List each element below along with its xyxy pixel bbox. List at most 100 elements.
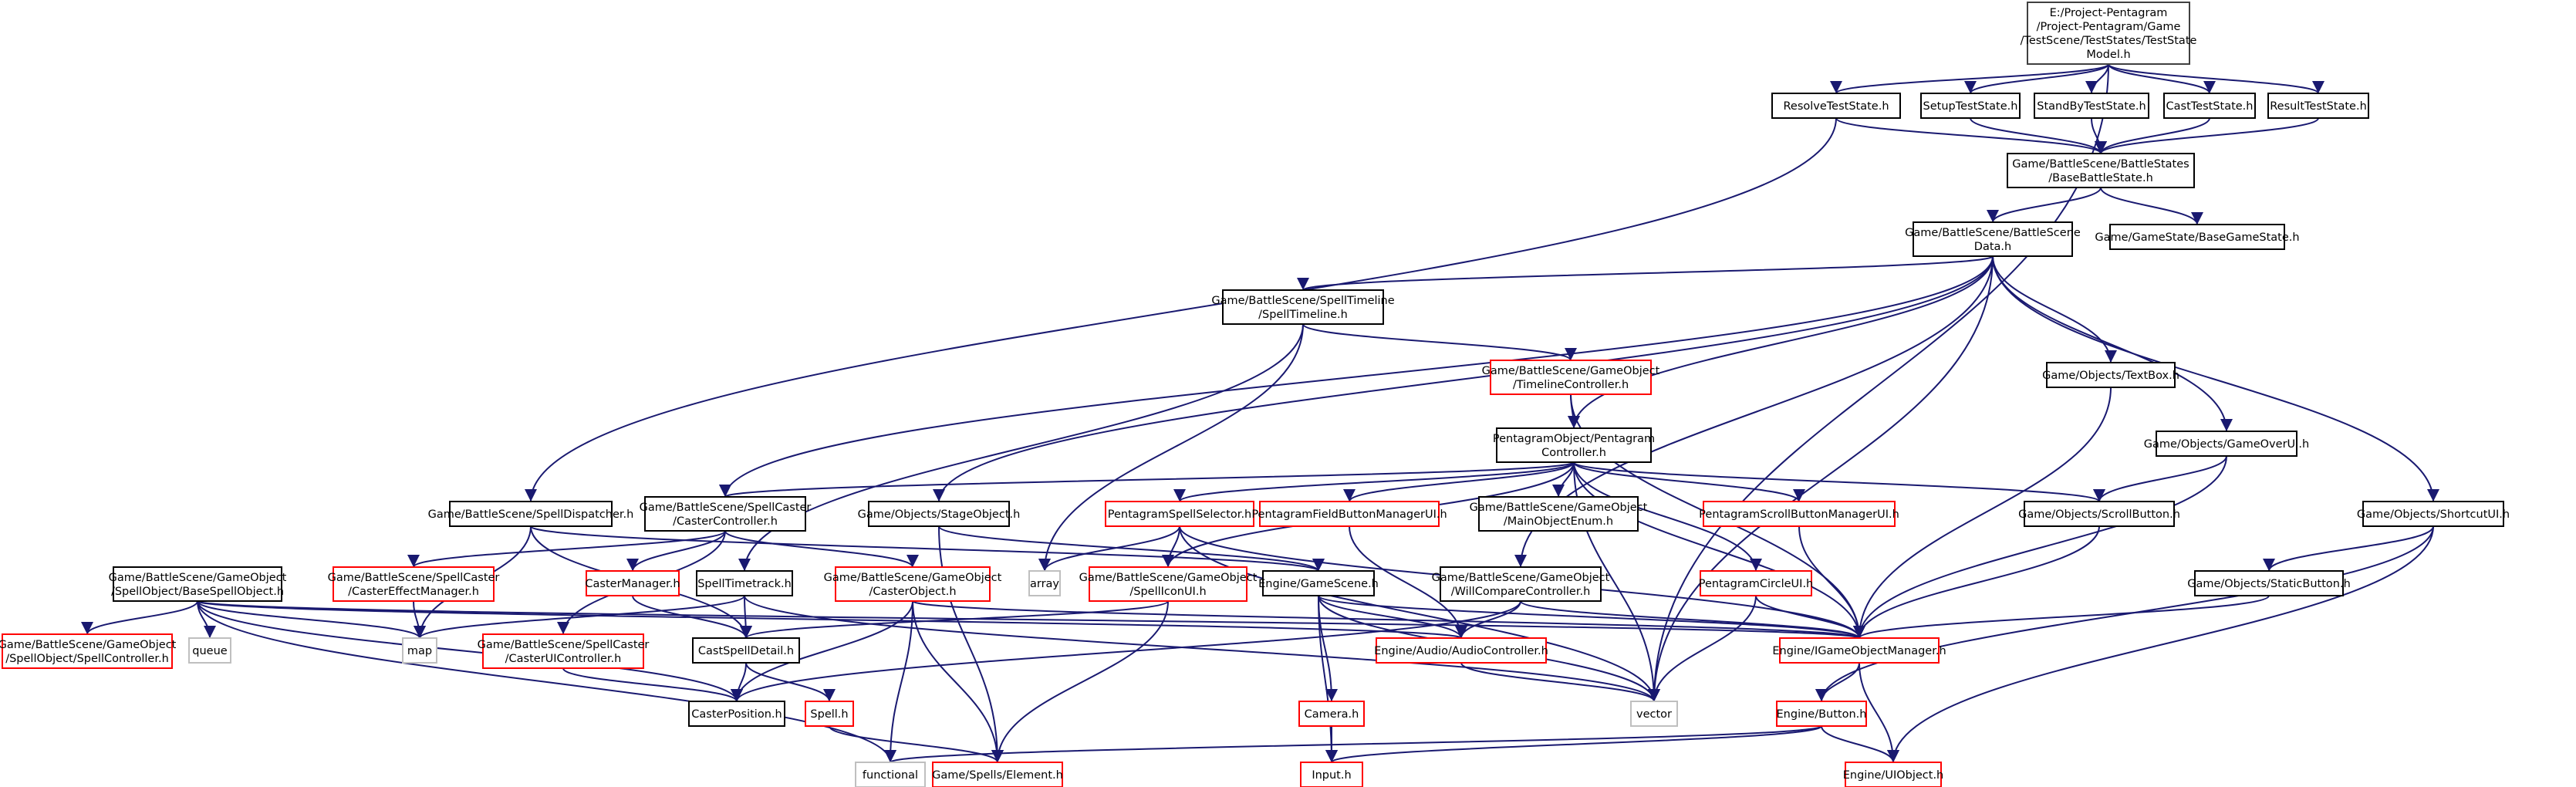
node-spell[interactable]: Spell.h <box>805 701 854 727</box>
node-box <box>1920 93 2021 119</box>
node-casteruictrl[interactable]: Game/BattleScene/SpellCaster/CasterUICon… <box>478 633 650 669</box>
node-map: map <box>402 637 437 664</box>
edge-basebattle-to-basegame <box>2100 187 2203 225</box>
node-label-line: ResultTestState.h <box>2270 100 2367 113</box>
node-spelldispatcher[interactable]: Game/BattleScene/SpellDispatcher.h <box>428 501 634 527</box>
node-castspelldetail[interactable]: CastSpellDetail.h <box>692 637 800 664</box>
node-spellctrl[interactable]: Game/BattleScene/GameObject/SpellObject/… <box>0 633 177 669</box>
node-casterobject[interactable]: Game/BattleScene/GameObject/CasterObject… <box>824 566 1002 602</box>
edge-setup-to-basebattle <box>1970 117 2107 154</box>
node-staticbutton[interactable]: Game/Objects/StaticButton.h <box>2187 570 2351 596</box>
node-willcompare[interactable]: Game/BattleScene/GameObject/WillCompareC… <box>1432 566 1610 602</box>
node-audioctrl[interactable]: Engine/Audio/AudioController.h <box>1374 637 1548 664</box>
node-gamescene[interactable]: Engine/GameScene.h <box>1258 570 1379 596</box>
node-resolve[interactable]: ResolveTestState.h <box>1771 93 1901 119</box>
node-gameoverui[interactable]: Game/Objects/GameOverUI.h <box>2144 431 2309 457</box>
node-label-line: Engine/GameScene.h <box>1258 578 1379 590</box>
edge-bsdata-to-stageobject <box>933 255 1994 502</box>
edge-circleui-to-vector <box>1648 595 1757 702</box>
node-setup[interactable]: SetupTestState.h <box>1920 93 2021 119</box>
edge-spelltimeline-to-array <box>1038 323 1304 572</box>
node-textbox[interactable]: Game/Objects/TextBox.h <box>2042 362 2179 388</box>
node-label-line: Game/Objects/ShortcutUI.h <box>2357 508 2510 521</box>
node-castereffect[interactable]: Game/BattleScene/SpellCaster/CasterEffec… <box>328 566 500 602</box>
node-shortcutui[interactable]: Game/Objects/ShortcutUI.h <box>2357 501 2510 527</box>
edge-willcompare-to-casterposition <box>731 600 1521 702</box>
node-basespellobj[interactable]: Game/BattleScene/GameObject/SpellObject/… <box>109 566 287 602</box>
node-scrollbtnmgr[interactable]: PentagramScrollButtonManagerUI.h <box>1699 501 1899 527</box>
node-label-line: Camera.h <box>1305 708 1359 721</box>
edge-root-to-setup <box>1964 63 2109 94</box>
node-label-line: Game/BattleScene/BattleStates <box>2012 158 2189 171</box>
node-spelltimetrack[interactable]: SpellTimetrack.h <box>696 570 793 596</box>
node-label-line: /CasterController.h <box>673 515 778 528</box>
node-castermgr[interactable]: CasterManager.h <box>585 570 680 596</box>
edge-spellselector-to-spelliconui <box>1162 525 1180 568</box>
node-box <box>449 501 613 527</box>
node-mainobjenum[interactable]: Game/BattleScene/GameObject/MainObjectEn… <box>1470 496 1648 532</box>
edge-pentagramctrl-to-scrollbtnmgr <box>1573 461 1805 502</box>
node-cast[interactable]: CastTestState.h <box>2163 93 2256 119</box>
node-casterctrl[interactable]: Game/BattleScene/SpellCaster/CasterContr… <box>640 496 812 532</box>
edge-gameoverui-to-scrollbutton <box>2093 455 2227 502</box>
node-label-line: Controller.h <box>1541 447 1606 459</box>
node-label-line: Game/BattleScene/SpellCaster <box>640 502 812 514</box>
node-box <box>1222 289 1384 325</box>
node-stageobject[interactable]: Game/Objects/StageObject.h <box>858 501 1021 527</box>
node-queue: queue <box>188 637 231 664</box>
node-casterposition[interactable]: CasterPosition.h <box>688 701 785 727</box>
node-label-line: PentagramScrollButtonManagerUI.h <box>1699 508 1899 521</box>
node-element[interactable]: Game/Spells/Element.h <box>932 762 1063 787</box>
edge-bsdata-to-spelltimeline <box>1297 255 1994 291</box>
node-box <box>2362 501 2504 527</box>
node-box <box>2007 153 2195 188</box>
node-label-line: /Project-Pentagram/Game <box>2037 21 2181 33</box>
node-box <box>1496 427 1652 463</box>
node-button[interactable]: Engine/Button.h <box>1776 701 1867 727</box>
node-spelliconui[interactable]: Game/BattleScene/GameObject/SpellIconUI.… <box>1079 566 1258 602</box>
edge-resolve-to-basebattle <box>1835 117 2107 154</box>
node-box <box>333 566 495 602</box>
edge-gamescene-to-audioctrl <box>1318 595 1467 639</box>
node-fieldbtnmgr[interactable]: PentagramFieldButtonManagerUI.h <box>1251 501 1447 527</box>
node-label-line: SetupTestState.h <box>1923 100 2018 113</box>
edge-stageobject-to-gamescene <box>938 525 1325 572</box>
node-label-line: map <box>407 645 432 657</box>
node-label-line: Game/BattleScene/SpellCaster <box>328 572 500 584</box>
node-basegame[interactable]: Game/GameState/BaseGameState.h <box>2095 224 2300 250</box>
node-camera[interactable]: Camera.h <box>1298 701 1365 727</box>
node-input[interactable]: Input.h <box>1300 762 1363 787</box>
node-uiobject[interactable]: Engine/UIObject.h <box>1843 762 1944 787</box>
node-igomgr[interactable]: Engine/IGameObjectManager.h <box>1772 637 1946 664</box>
edge-casterctrl-to-castermgr <box>626 530 726 572</box>
node-spellselector[interactable]: PentagramSpellSelector.h <box>1105 501 1254 527</box>
node-label-line: Game/GameState/BaseGameState.h <box>2095 231 2299 244</box>
node-scrollbutton[interactable]: Game/Objects/ScrollButton.h <box>2018 501 2180 527</box>
node-timelinectrl[interactable]: Game/BattleScene/GameObject/TimelineCont… <box>1482 360 1660 395</box>
node-label-line: CasterPosition.h <box>691 708 782 721</box>
node-spelltimeline[interactable]: Game/BattleScene/SpellTimeline/SpellTime… <box>1211 289 1395 325</box>
edge-spelliconui-to-element <box>991 600 1169 763</box>
edge-casterctrl-to-castereffect <box>407 530 726 568</box>
node-label-line: PentagramObject/Pentagram <box>1493 433 1655 445</box>
node-box <box>688 701 785 727</box>
edge-igomgr-to-button <box>1815 662 1860 702</box>
node-circleui[interactable]: PentagramCircleUI.h <box>1699 570 1814 596</box>
node-result[interactable]: ResultTestState.h <box>2267 93 2369 119</box>
node-label-line: Game/BattleScene/GameObject <box>1432 572 1610 584</box>
node-box <box>1105 501 1254 527</box>
node-standby[interactable]: StandByTestState.h <box>2034 93 2149 119</box>
node-label-line: functional <box>863 769 918 782</box>
edge-spellselector-to-array <box>1038 525 1180 572</box>
edge-casterobject-to-functional <box>884 600 913 763</box>
node-box <box>1630 701 1678 727</box>
node-basebattle[interactable]: Game/BattleScene/BattleStates/BaseBattle… <box>2007 153 2195 188</box>
node-box <box>586 570 680 596</box>
node-label-line: PentagramFieldButtonManagerUI.h <box>1251 508 1447 521</box>
node-box <box>1771 93 1901 119</box>
node-label-line: Game/BattleScene/GameObject <box>1079 572 1258 584</box>
edge-pentagramctrl-to-spellselector <box>1173 461 1575 502</box>
